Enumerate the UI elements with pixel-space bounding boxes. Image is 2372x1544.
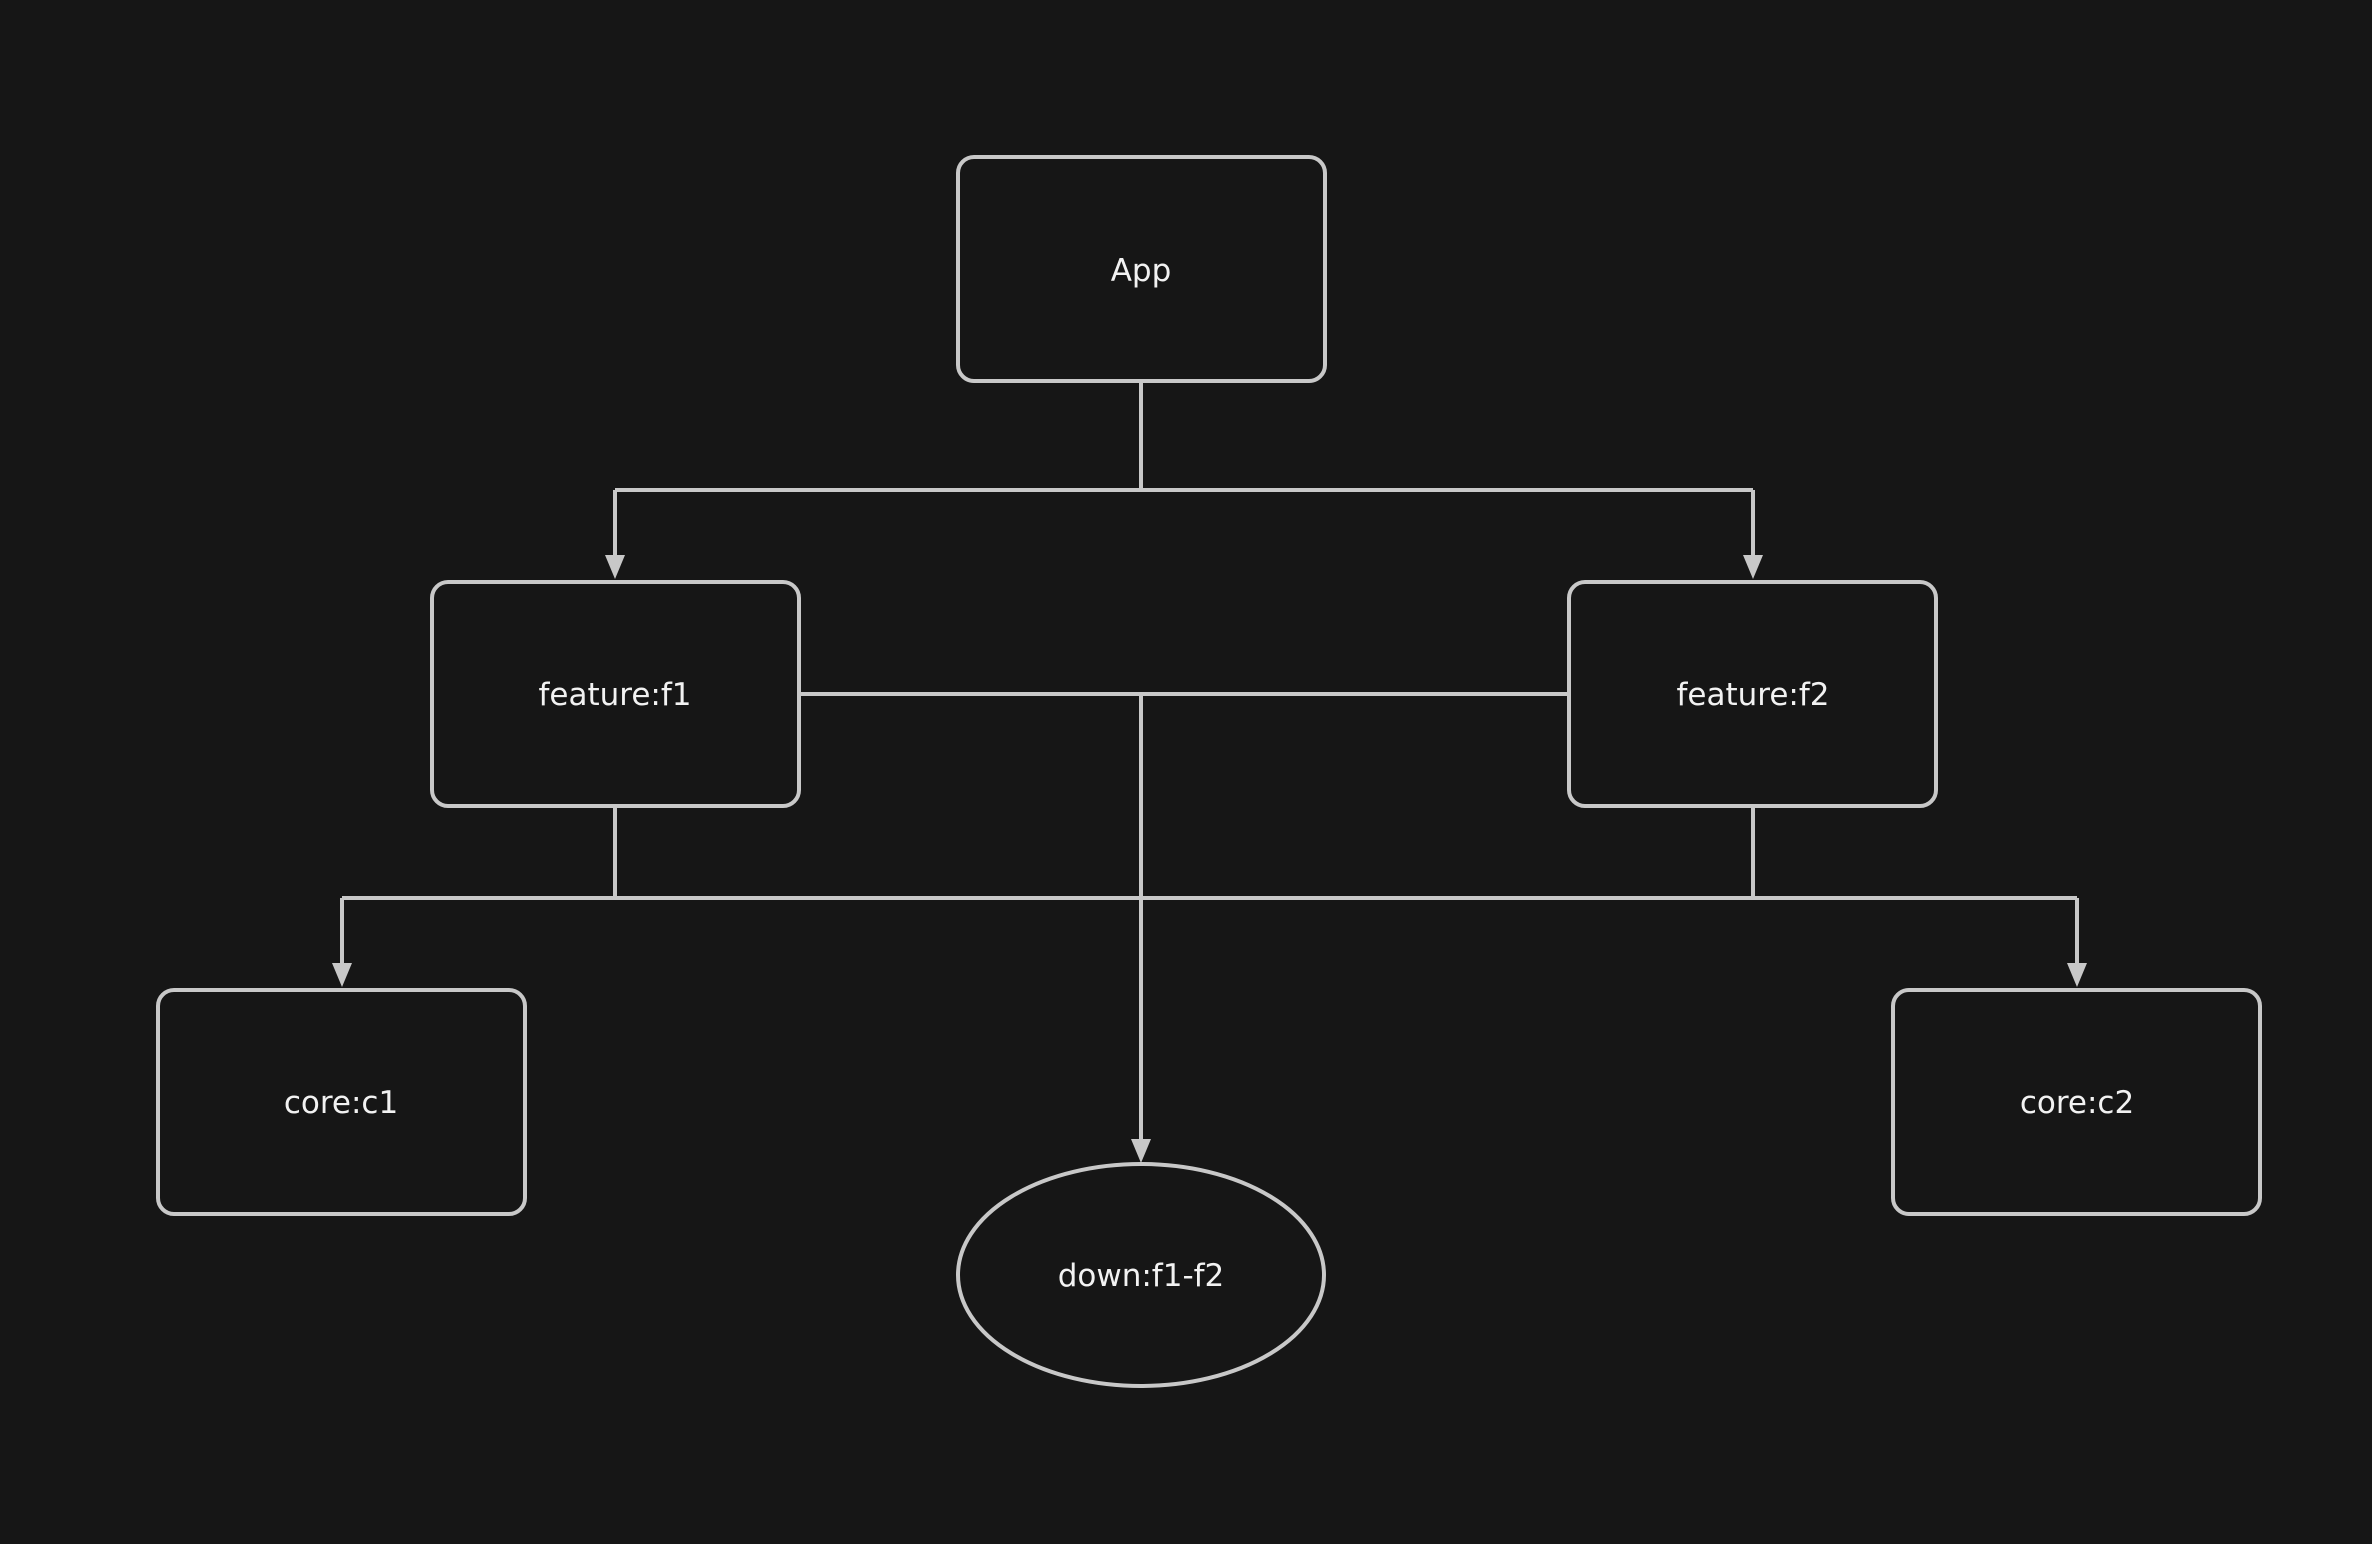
arrowhead-core-c2 xyxy=(2067,963,2087,987)
node-feature-f1-label: feature:f1 xyxy=(538,677,691,713)
node-feature-f2[interactable]: feature:f2 xyxy=(1567,580,1938,808)
node-core-c2-label: core:c2 xyxy=(2020,1085,2134,1121)
arrowhead-feature-f2 xyxy=(1743,555,1763,579)
node-app-label: App xyxy=(1111,253,1172,289)
node-down-f1-f2[interactable]: down:f1-f2 xyxy=(956,1162,1326,1388)
node-core-c1[interactable]: core:c1 xyxy=(156,988,527,1216)
node-core-c2-box xyxy=(1891,988,2262,1216)
node-feature-f1-box xyxy=(430,580,801,808)
arrowhead-feature-f1 xyxy=(605,555,625,579)
node-core-c1-box xyxy=(156,988,527,1216)
node-core-c2[interactable]: core:c2 xyxy=(1891,988,2262,1216)
edge-features-to-down xyxy=(799,692,1569,1144)
edge-app-to-features xyxy=(613,382,1755,560)
node-app-box xyxy=(956,155,1327,383)
node-down-f1-f2-ellipse xyxy=(956,1162,1326,1388)
node-feature-f2-box xyxy=(1567,580,1938,808)
arrowhead-core-c1 xyxy=(332,963,352,987)
node-feature-f1[interactable]: feature:f1 xyxy=(430,580,801,808)
node-feature-f2-label: feature:f2 xyxy=(1676,677,1829,713)
node-down-f1-f2-label: down:f1-f2 xyxy=(1058,1258,1225,1294)
node-core-c1-label: core:c1 xyxy=(284,1085,398,1121)
node-app[interactable]: App xyxy=(956,155,1327,383)
arrowhead-down-f1-f2 xyxy=(1131,1139,1151,1163)
edge-features-to-cores xyxy=(340,807,2079,968)
edges xyxy=(332,382,2087,1163)
